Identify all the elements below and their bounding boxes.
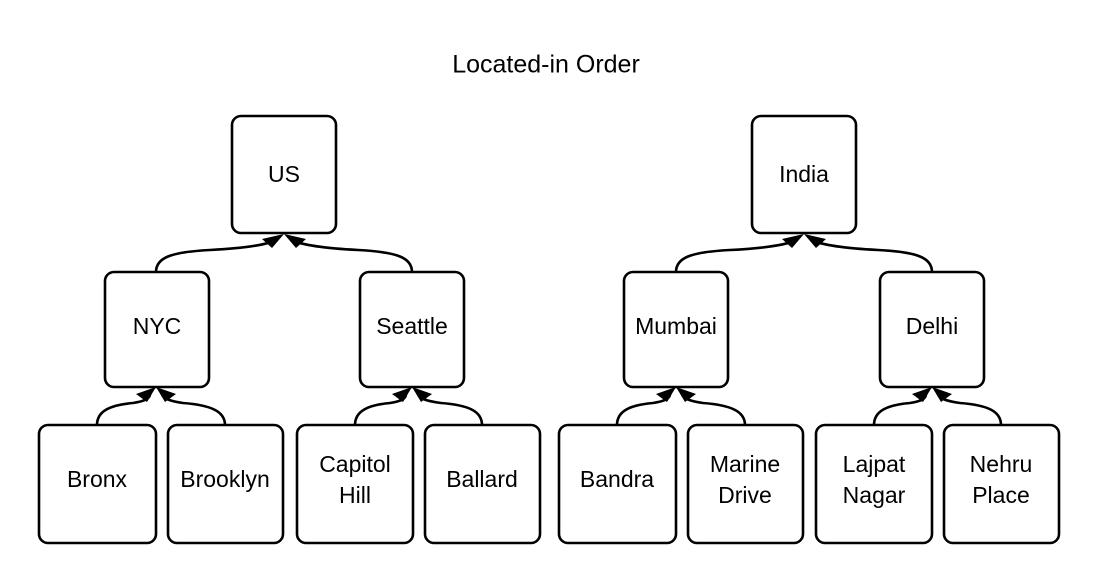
arrow-head-ballard-to-seattle bbox=[412, 387, 432, 402]
node-india-box[interactable] bbox=[750, 114, 858, 235]
node-ballard[interactable]: Ballard bbox=[423, 423, 542, 545]
node-bandra-box[interactable] bbox=[557, 423, 678, 545]
node-india-label: India bbox=[779, 161, 829, 187]
arrow-head-seattle-to-us bbox=[284, 234, 306, 248]
node-nyc-box[interactable] bbox=[103, 270, 211, 389]
node-mumbai-label: Mumbai bbox=[635, 313, 717, 339]
node-seattle-label: Seattle bbox=[376, 313, 448, 339]
edge-seattle-to-us bbox=[290, 238, 414, 273]
arrow-head-lajpat-nagar-to-delhi bbox=[912, 387, 932, 402]
node-capitol-hill-label-line2: Hill bbox=[339, 482, 371, 508]
node-marine-drive-label-line1: Marine bbox=[710, 451, 780, 477]
arrow-head-delhi-to-india bbox=[804, 234, 826, 248]
node-bronx[interactable]: Bronx bbox=[37, 423, 158, 545]
edge-brooklyn-to-nyc bbox=[160, 393, 227, 426]
node-nyc[interactable]: NYC bbox=[103, 270, 211, 389]
node-mumbai-box[interactable] bbox=[622, 270, 730, 389]
node-bronx-box[interactable] bbox=[37, 423, 158, 545]
node-us-box[interactable] bbox=[230, 114, 338, 235]
node-ballard-label: Ballard bbox=[446, 466, 518, 492]
edge-ballard-to-seattle bbox=[416, 393, 484, 426]
node-ballard-box[interactable] bbox=[423, 423, 542, 545]
node-lajpat-nagar[interactable]: Lajpat Nagar bbox=[814, 423, 934, 545]
arrow-head-bronx-to-nyc bbox=[136, 387, 156, 402]
node-lajpat-nagar-label-line2: Nagar bbox=[843, 482, 906, 508]
edge-nyc-to-us bbox=[154, 238, 278, 273]
node-seattle[interactable]: Seattle bbox=[358, 270, 466, 389]
node-marine-drive-box[interactable] bbox=[686, 423, 805, 545]
arrow-head-capitol-hill-to-seattle bbox=[392, 387, 412, 402]
arrow-head-brooklyn-to-nyc bbox=[156, 387, 176, 402]
node-marine-drive-label-line2: Drive bbox=[718, 482, 772, 508]
node-nehru-place[interactable]: Nehru Place bbox=[942, 423, 1061, 545]
edge-group-us bbox=[95, 234, 484, 426]
node-bronx-label: Bronx bbox=[67, 466, 128, 492]
edge-lajpat-nagar-to-delhi bbox=[872, 393, 928, 426]
edge-bandra-to-mumbai bbox=[615, 393, 672, 426]
arrow-head-nehru-place-to-delhi bbox=[932, 387, 952, 402]
node-delhi-box[interactable] bbox=[878, 270, 986, 389]
node-bandra[interactable]: Bandra bbox=[557, 423, 678, 545]
node-us[interactable]: US bbox=[230, 114, 338, 235]
edge-mumbai-to-india bbox=[674, 238, 798, 273]
node-lajpat-nagar-label-line1: Lajpat bbox=[843, 451, 906, 477]
node-india[interactable]: India bbox=[750, 114, 858, 235]
arrow-head-mumbai-to-india bbox=[782, 234, 804, 248]
node-marine-drive[interactable]: Marine Drive bbox=[686, 423, 805, 545]
node-capitol-hill-box[interactable] bbox=[295, 423, 415, 545]
edge-bronx-to-nyc bbox=[95, 393, 152, 426]
node-brooklyn-box[interactable] bbox=[166, 423, 285, 545]
arrow-head-nyc-to-us bbox=[262, 234, 284, 248]
edge-capitol-hill-to-seattle bbox=[353, 393, 408, 426]
node-nyc-label: NYC bbox=[133, 313, 182, 339]
arrow-head-marine-drive-to-mumbai bbox=[676, 387, 696, 402]
edge-marine-drive-to-mumbai bbox=[680, 393, 747, 426]
node-nehru-place-label-line2: Place bbox=[972, 482, 1030, 508]
page-title: Located-in Order bbox=[452, 51, 640, 79]
node-brooklyn-label: Brooklyn bbox=[180, 466, 269, 492]
node-nehru-place-label-line1: Nehru bbox=[970, 451, 1033, 477]
node-capitol-hill-label-line1: Capitol bbox=[319, 451, 391, 477]
arrow-head-bandra-to-mumbai bbox=[656, 387, 676, 402]
edge-delhi-to-india bbox=[810, 238, 934, 273]
node-lajpat-nagar-box[interactable] bbox=[814, 423, 934, 545]
edge-nehru-place-to-delhi bbox=[936, 393, 1003, 426]
node-delhi[interactable]: Delhi bbox=[878, 270, 986, 389]
node-brooklyn[interactable]: Brooklyn bbox=[166, 423, 285, 545]
node-us-label: US bbox=[268, 161, 300, 187]
node-seattle-box[interactable] bbox=[358, 270, 466, 389]
node-bandra-label: Bandra bbox=[580, 466, 654, 492]
node-mumbai[interactable]: Mumbai bbox=[622, 270, 730, 389]
edge-group-india bbox=[615, 234, 1003, 426]
node-nehru-place-box[interactable] bbox=[942, 423, 1061, 545]
node-delhi-label: Delhi bbox=[906, 313, 958, 339]
node-capitol-hill[interactable]: Capitol Hill bbox=[295, 423, 415, 545]
